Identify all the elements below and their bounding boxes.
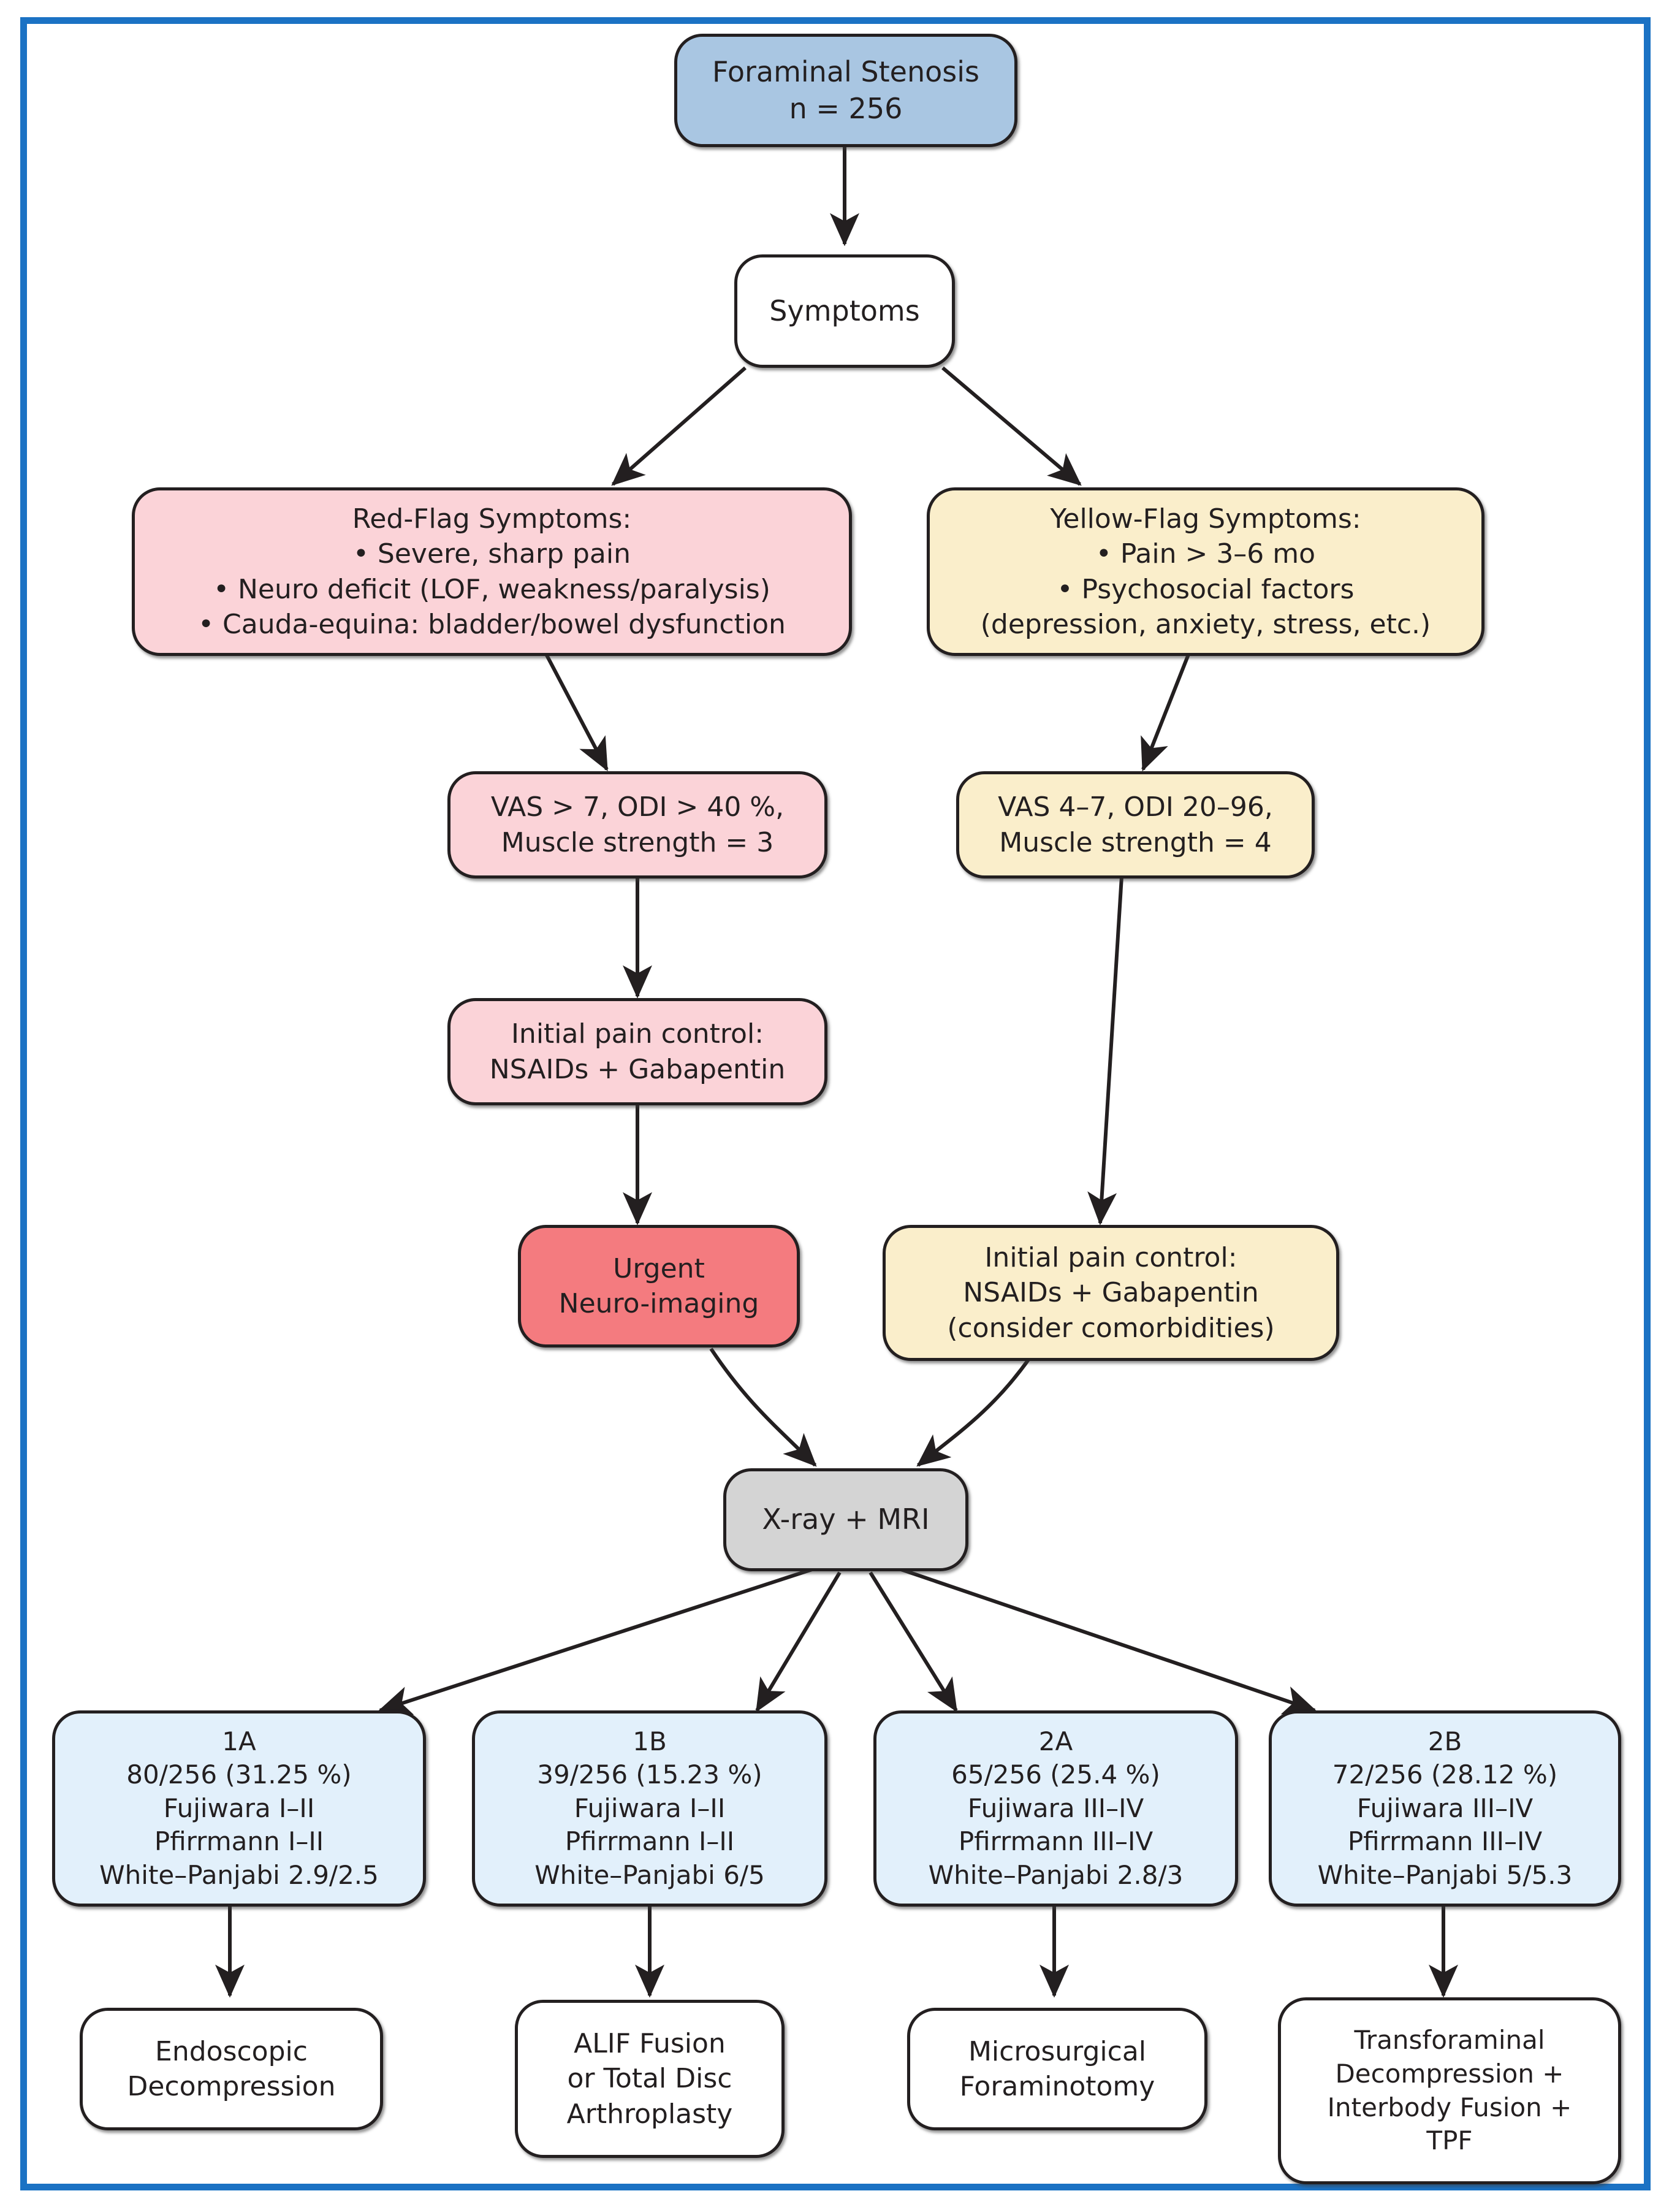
- treatment-1a-label: Endoscopic Decompression: [127, 2035, 336, 2102]
- node-red-scores[interactable]: VAS > 7, ODI > 40 %, Muscle strength = 3: [447, 771, 827, 879]
- node-yellow-pain-label: Initial pain control: NSAIDs + Gabapenti…: [947, 1242, 1275, 1344]
- node-red-flag-symptoms[interactable]: Red-Flag Symptoms: • Severe, sharp pain …: [132, 487, 852, 656]
- node-urgent-neuro-imaging[interactable]: Urgent Neuro-imaging: [518, 1225, 800, 1347]
- edge-imaging-group2b: [900, 1568, 1317, 1715]
- node-yellow-scores[interactable]: VAS 4–7, ODI 20–96, Muscle strength = 4: [956, 771, 1315, 879]
- edge-imaging-group1b: [755, 1571, 842, 1713]
- group-box-2a[interactable]: 2A 65/256 (25.4 %) Fujiwara III–IV Pfirr…: [873, 1710, 1238, 1907]
- edge-imaging-group2a: [869, 1571, 958, 1713]
- group-box-1a[interactable]: 1A 80/256 (31.25 %) Fujiwara I–II Pfirrm…: [52, 1710, 426, 1907]
- node-root[interactable]: Foraminal Stenosis n = 256: [674, 34, 1017, 147]
- group-box-1b[interactable]: 1B 39/256 (15.23 %) Fujiwara I–II Pfirrm…: [472, 1710, 827, 1907]
- node-red-flag-label: Red-Flag Symptoms: • Severe, sharp pain …: [198, 503, 786, 640]
- node-red-pain-control[interactable]: Initial pain control: NSAIDs + Gabapenti…: [447, 998, 827, 1105]
- treatment-box-1a[interactable]: Endoscopic Decompression: [80, 2008, 383, 2130]
- treatment-box-2a[interactable]: Microsurgical Foraminotomy: [907, 2008, 1207, 2130]
- group-1a-label: 1A 80/256 (31.25 %) Fujiwara I–II Pfirrm…: [99, 1726, 379, 1890]
- node-xray-mri[interactable]: X-ray + MRI: [723, 1468, 968, 1571]
- group-2b-label: 2B 72/256 (28.12 %) Fujiwara III–IV Pfir…: [1317, 1726, 1573, 1890]
- node-xray-mri-label: X-ray + MRI: [762, 1503, 930, 1536]
- edge-imaging-group1a: [378, 1568, 813, 1715]
- node-yellow-scores-label: VAS 4–7, ODI 20–96, Muscle strength = 4: [998, 791, 1273, 858]
- edge-yellowscores-yellowpain: [1087, 876, 1123, 1225]
- node-urgent-label: Urgent Neuro-imaging: [558, 1252, 759, 1319]
- edge-yellowpain-imaging: [916, 1357, 1032, 1467]
- node-yellow-pain-control[interactable]: Initial pain control: NSAIDs + Gabapenti…: [883, 1225, 1339, 1361]
- diagram-border: [20, 17, 1651, 2190]
- edge-urgent-imaging: [709, 1347, 817, 1467]
- group-2a-label: 2A 65/256 (25.4 %) Fujiwara III–IV Pfirr…: [928, 1726, 1184, 1890]
- treatment-1b-label: ALIF Fusion or Total Disc Arthroplasty: [566, 2028, 733, 2130]
- treatment-2b-label: Transforaminal Decompression + Interbody…: [1327, 2025, 1572, 2156]
- edge-yellowflag-yellowscores: [1141, 652, 1191, 772]
- edge-symptoms-yellowflag: [941, 366, 1082, 486]
- node-yellow-flag-symptoms[interactable]: Yellow-Flag Symptoms: • Pain > 3–6 mo • …: [927, 487, 1484, 656]
- node-symptoms-label: Symptoms: [769, 294, 920, 327]
- node-red-scores-label: VAS > 7, ODI > 40 %, Muscle strength = 3: [490, 791, 785, 858]
- group-1b-label: 1B 39/256 (15.23 %) Fujiwara I–II Pfirrm…: [534, 1726, 765, 1890]
- treatment-2a-label: Microsurgical Foraminotomy: [959, 2035, 1155, 2102]
- edge-symptoms-redflag: [611, 366, 747, 486]
- edge-redflag-redscores: [544, 652, 609, 772]
- node-red-pain-label: Initial pain control: NSAIDs + Gabapenti…: [489, 1018, 786, 1085]
- treatment-box-1b[interactable]: ALIF Fusion or Total Disc Arthroplasty: [515, 2000, 785, 2158]
- node-root-label: Foraminal Stenosis n = 256: [712, 55, 979, 125]
- node-symptoms[interactable]: Symptoms: [734, 254, 955, 368]
- group-box-2b[interactable]: 2B 72/256 (28.12 %) Fujiwara III–IV Pfir…: [1269, 1710, 1621, 1907]
- node-yellow-flag-label: Yellow-Flag Symptoms: • Pain > 3–6 mo • …: [980, 503, 1431, 640]
- treatment-box-2b[interactable]: Transforaminal Decompression + Interbody…: [1278, 1997, 1621, 2184]
